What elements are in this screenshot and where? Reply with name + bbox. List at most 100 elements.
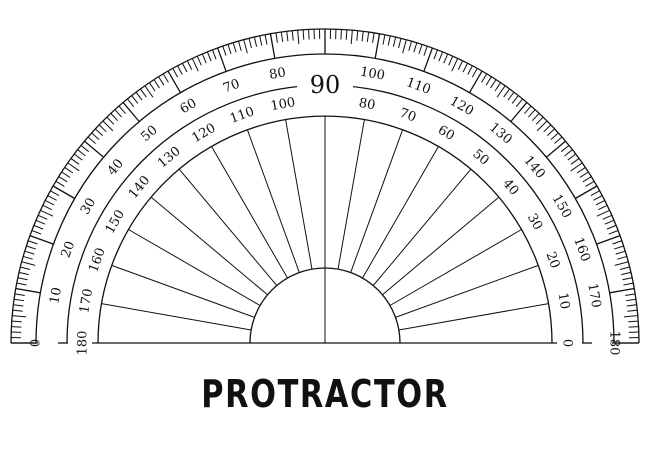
- tick-mark: [114, 109, 122, 118]
- tick-mark: [291, 30, 294, 41]
- tick-mark: [496, 85, 506, 98]
- tick-mark: [84, 140, 105, 158]
- radial-line: [246, 129, 300, 273]
- tick-mark: [196, 55, 202, 66]
- tick-mark: [182, 62, 188, 73]
- tick-mark: [158, 76, 165, 86]
- tick-mark: [135, 91, 143, 101]
- tick-mark: [402, 39, 407, 54]
- tick-mark: [579, 171, 589, 178]
- tick-mark: [87, 136, 96, 144]
- tick-mark: [102, 120, 114, 132]
- tick-mark: [243, 39, 248, 54]
- tick-mark: [408, 41, 413, 51]
- tick-mark: [372, 32, 375, 43]
- tick-mark: [345, 29, 348, 40]
- inner-scale-label: 30: [524, 211, 545, 233]
- tick-mark: [222, 45, 227, 56]
- tick-mark: [167, 70, 182, 94]
- tick-mark: [433, 49, 438, 60]
- tick-mark: [546, 128, 555, 137]
- outer-scale-label: 140: [520, 153, 547, 182]
- inner-scale-label: 40: [499, 176, 521, 198]
- outer-scale-label: 50: [138, 123, 160, 145]
- tick-mark: [471, 68, 478, 78]
- inner-scale-label: 110: [228, 104, 256, 127]
- tick-mark: [387, 35, 391, 46]
- inner-scale-label: 150: [103, 207, 128, 236]
- tick-mark: [582, 176, 592, 183]
- tick-mark: [264, 34, 268, 45]
- tick-mark: [44, 200, 55, 206]
- tick-mark: [467, 65, 473, 75]
- tick-mark: [12, 315, 27, 318]
- tick-mark: [227, 44, 232, 55]
- radial-line: [111, 264, 255, 318]
- tick-mark: [27, 240, 38, 245]
- tick-mark: [392, 36, 397, 47]
- tick-band-inner-arc: [35, 53, 615, 344]
- tick-mark: [259, 35, 263, 46]
- tick-mark: [507, 91, 515, 101]
- tick-mark: [621, 271, 632, 276]
- radial-line: [337, 119, 365, 270]
- tick-mark: [543, 124, 552, 133]
- tick-mark: [356, 30, 359, 41]
- tick-mark: [528, 109, 536, 118]
- tick-mark: [574, 185, 598, 200]
- tick-mark: [52, 185, 76, 200]
- inner-scale-label: 170: [77, 287, 96, 314]
- tick-mark: [361, 31, 364, 42]
- tick-mark: [585, 180, 595, 187]
- tick-mark: [26, 245, 37, 250]
- tick-mark: [12, 309, 23, 312]
- outer-scale-label: 150: [549, 192, 574, 221]
- label-90-gap: [297, 71, 353, 99]
- tick-mark: [186, 60, 193, 70]
- tick-mark: [567, 153, 577, 161]
- outer-scale-label: 0: [29, 339, 44, 347]
- inner-scale-label: 180: [76, 331, 91, 356]
- tick-mark: [485, 76, 492, 86]
- outer-scale-label: 10: [47, 286, 65, 305]
- tick-mark: [374, 33, 381, 59]
- tick-mark: [564, 149, 573, 157]
- tick-mark: [24, 250, 35, 255]
- tick-mark: [560, 145, 570, 153]
- tick-mark: [17, 277, 28, 281]
- tick-mark: [615, 250, 626, 255]
- tick-mark: [80, 145, 90, 153]
- tick-mark: [398, 38, 402, 49]
- radial-line: [382, 196, 500, 296]
- tick-mark: [110, 113, 119, 122]
- tick-mark: [602, 214, 613, 220]
- tick-mark: [280, 31, 284, 43]
- radial-line: [178, 168, 278, 286]
- outer-scale-label: 180: [607, 331, 622, 356]
- tick-mark: [91, 132, 100, 140]
- tick-mark: [340, 29, 342, 40]
- tick-mark: [140, 88, 147, 98]
- radial-line: [285, 119, 313, 270]
- tick-mark: [608, 230, 619, 235]
- tick-mark: [625, 293, 636, 296]
- outer-scale-label: 70: [221, 77, 242, 97]
- tick-mark: [201, 53, 207, 64]
- inner-scale-label: 80: [358, 96, 377, 114]
- tick-mark: [617, 255, 627, 260]
- tick-mark: [162, 73, 169, 83]
- radial-line: [101, 303, 252, 331]
- tick-mark: [18, 271, 29, 276]
- tick-mark: [623, 282, 634, 286]
- tick-mark: [232, 42, 237, 53]
- radial-line: [128, 229, 261, 306]
- radial-line: [389, 229, 522, 306]
- radial-line: [372, 168, 472, 286]
- tick-mark: [37, 214, 48, 220]
- tick-mark: [95, 128, 104, 137]
- tick-mark: [40, 209, 54, 217]
- tick-mark: [15, 287, 41, 294]
- tick-mark: [628, 326, 639, 328]
- tick-mark: [118, 105, 126, 114]
- tick-mark: [16, 282, 27, 286]
